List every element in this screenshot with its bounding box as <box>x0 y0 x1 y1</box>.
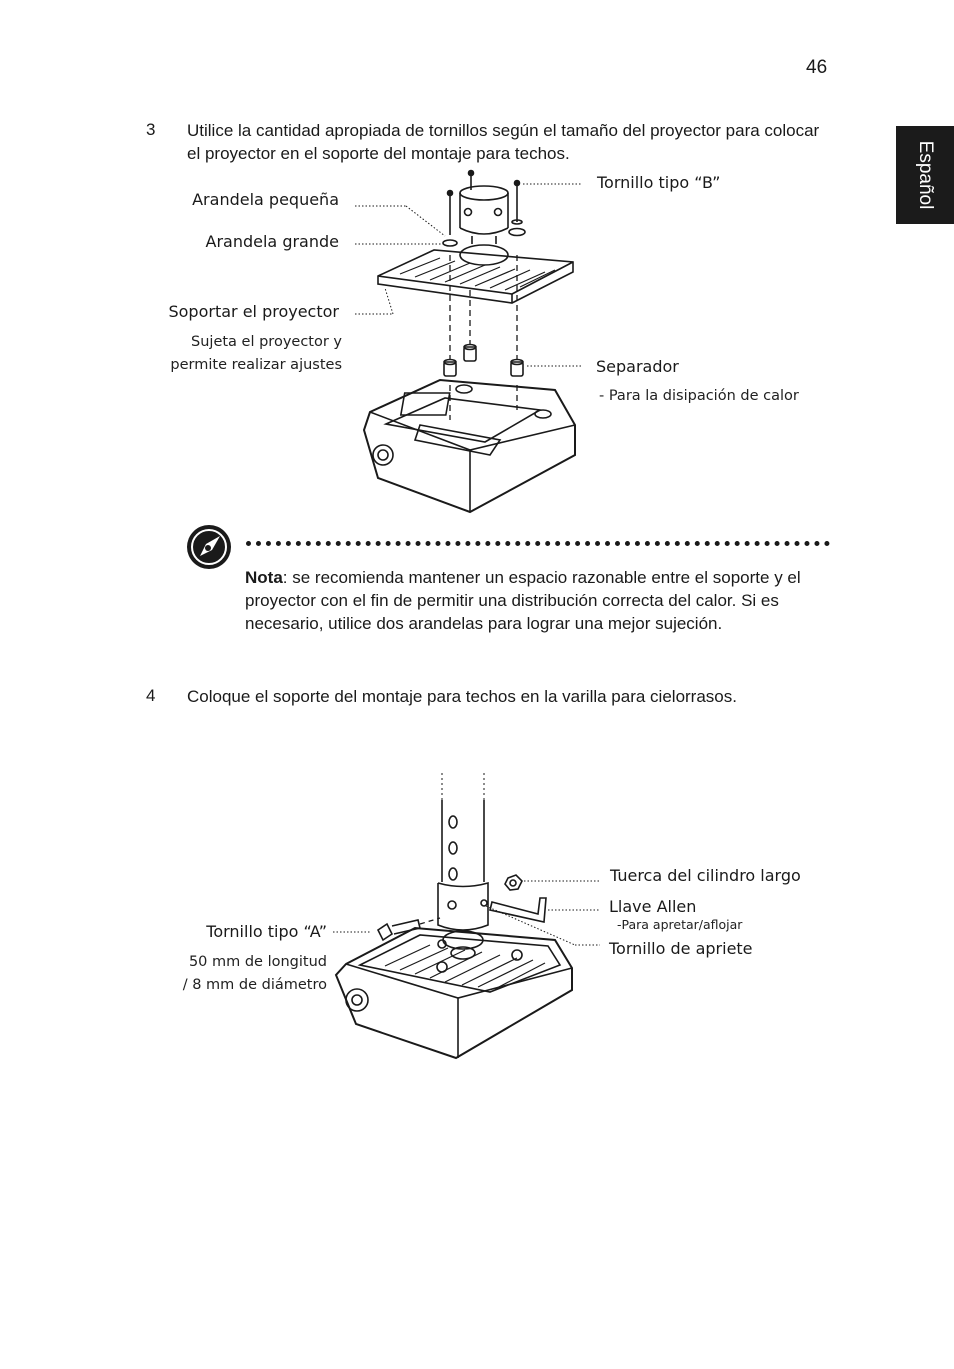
label-screw-type-b: Tornillo tipo “B” <box>597 173 721 192</box>
label-tightening-screw: Tornillo de apriete <box>609 939 753 958</box>
label-screw-type-a: Tornillo tipo “A” <box>206 922 327 941</box>
note-divider <box>246 541 830 546</box>
label-screw-a-diameter: / 8 mm de diámetro <box>182 977 327 993</box>
label-support-projector: Soportar el proyector <box>168 302 339 321</box>
label-support-desc-1: Sujeta el proyector y <box>191 334 342 350</box>
step-4-text: Coloque el soporte del montaje para tech… <box>187 687 737 706</box>
label-long-cylinder-nut: Tuerca del cilindro largo <box>610 866 801 885</box>
note-text: Nota: se recomienda mantener un espacio … <box>245 566 825 635</box>
label-small-washer: Arandela pequeña <box>192 190 339 209</box>
label-allen-key: Llave Allen <box>609 897 697 916</box>
page-number: 46 <box>806 57 828 78</box>
label-screw-a-length: 50 mm de longitud <box>188 954 327 970</box>
label-spacer: Separador <box>596 357 679 376</box>
language-tab: Español <box>896 126 954 224</box>
note-bold-label: Nota <box>245 568 283 587</box>
note-body: : se recomienda mantener un espacio razo… <box>245 568 801 633</box>
label-spacer-desc: - Para la disipación de calor <box>599 388 799 404</box>
step-3-text: Utilice la cantidad apropiada de tornill… <box>187 121 820 163</box>
label-large-washer: Arandela grande <box>205 232 339 251</box>
step-4-number: 4 <box>146 686 156 705</box>
step-3-number: 3 <box>146 120 156 139</box>
label-support-desc-2: permite realizar ajustes <box>170 357 342 373</box>
note-icon <box>187 525 231 569</box>
label-allen-key-desc: -Para apretar/aflojar <box>617 917 743 932</box>
